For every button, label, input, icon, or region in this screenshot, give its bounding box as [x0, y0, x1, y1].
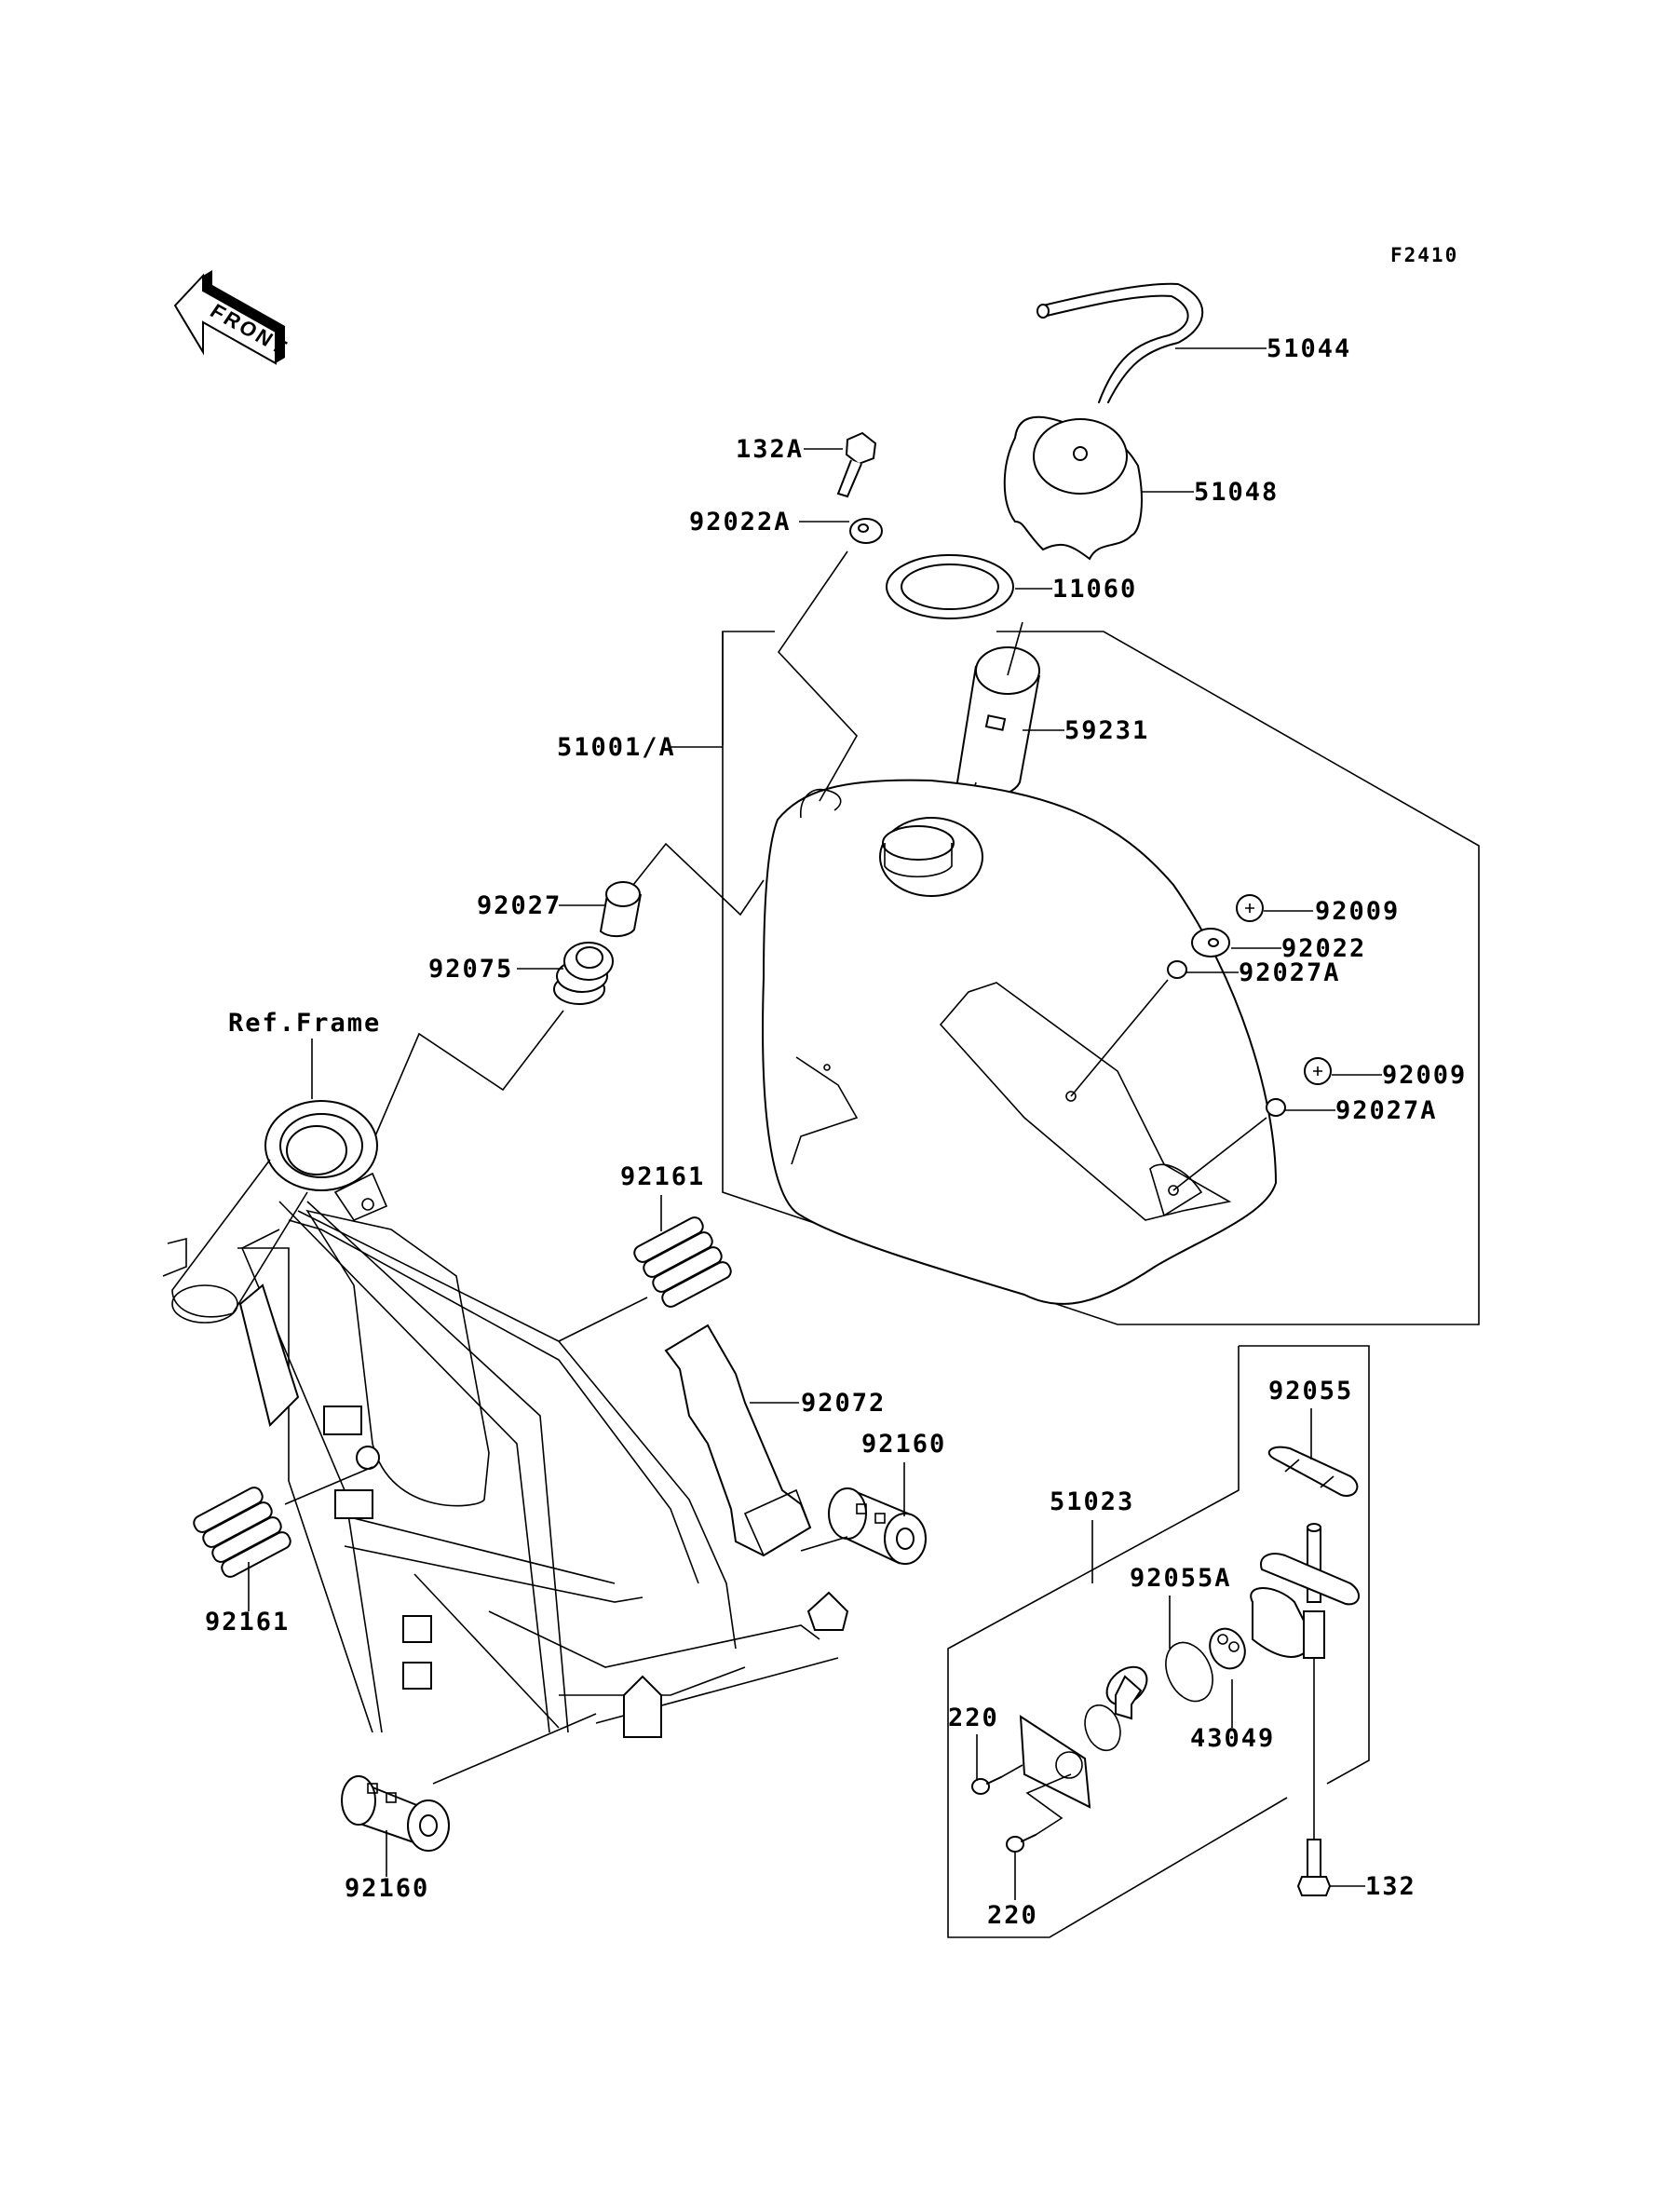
oring-92055A[interactable]: [1157, 1635, 1222, 1708]
callout-92160-right[interactable]: 92160: [861, 1430, 946, 1459]
bolt-132[interactable]: [1296, 1839, 1332, 1896]
callout-92022A[interactable]: 92022A: [689, 508, 792, 536]
pad-92161-lower[interactable]: [191, 1485, 292, 1579]
callout-92075[interactable]: 92075: [428, 955, 513, 984]
callout-92161-lower[interactable]: 92161: [205, 1608, 290, 1636]
cock-group-bracket-lower: [947, 1346, 1288, 1938]
screw-92009-upper[interactable]: [1236, 894, 1264, 922]
callout-51044[interactable]: 51044: [1267, 334, 1351, 363]
cock-group-bracket-upper: [1239, 1345, 1370, 1785]
callout-51048[interactable]: 51048: [1194, 478, 1279, 507]
damper-92160-right[interactable]: [828, 1487, 927, 1565]
callout-92027[interactable]: 92027: [477, 891, 562, 920]
callout-92009-upper[interactable]: 92009: [1315, 897, 1400, 926]
pad-92161-upper[interactable]: [631, 1215, 733, 1309]
gasket-92055[interactable]: [1267, 1446, 1359, 1497]
front-arrow-icon: FRONT: [173, 270, 293, 365]
gasket-43049[interactable]: [1203, 1623, 1251, 1674]
hose-51044[interactable]: [1036, 282, 1204, 403]
callout-92161-upper[interactable]: 92161: [620, 1162, 705, 1191]
bolt-132A[interactable]: [836, 431, 877, 498]
fuel-tank-51001[interactable]: [762, 779, 1278, 1305]
cock-internal-parts[interactable]: [1019, 1660, 1154, 1809]
callout-43049[interactable]: 43049: [1190, 1724, 1275, 1753]
callout-132A[interactable]: 132A: [736, 435, 804, 464]
callout-11060[interactable]: 11060: [1052, 575, 1137, 604]
washer-92022[interactable]: [1191, 928, 1230, 957]
figure-id: F2410: [1390, 244, 1458, 266]
callout-220-upper[interactable]: 220: [948, 1704, 999, 1732]
callout-92055[interactable]: 92055: [1268, 1377, 1353, 1406]
fuel-cock-body[interactable]: [1250, 1523, 1360, 1840]
callout-51001A[interactable]: 51001/A: [557, 733, 676, 762]
screw-92009-lower[interactable]: [1304, 1057, 1332, 1085]
callout-51023[interactable]: 51023: [1050, 1487, 1134, 1516]
callout-92027A-lower[interactable]: 92027A: [1335, 1096, 1438, 1125]
callout-92160-bottom[interactable]: 92160: [345, 1874, 429, 1903]
callout-92055A[interactable]: 92055A: [1130, 1564, 1232, 1593]
screw-220-upper[interactable]: [971, 1776, 1002, 1795]
screw-220-lower[interactable]: [1006, 1834, 1036, 1853]
collar-92027A-lower[interactable]: [1266, 1098, 1286, 1117]
fuel-cap-51048[interactable]: [1003, 415, 1143, 561]
gasket-11060[interactable]: [886, 554, 1014, 619]
callout-92072[interactable]: 92072: [801, 1389, 886, 1418]
reference-frame: [162, 1100, 849, 1738]
band-92072[interactable]: [664, 1324, 812, 1557]
damper-92160-bottom[interactable]: [341, 1775, 450, 1852]
filter-59231[interactable]: [955, 646, 1040, 797]
callout-59231[interactable]: 59231: [1064, 716, 1149, 745]
callout-92009-lower[interactable]: 92009: [1382, 1061, 1467, 1090]
callout-132[interactable]: 132: [1365, 1872, 1416, 1901]
washer-92022A[interactable]: [849, 518, 883, 544]
collar-92027A-upper[interactable]: [1167, 960, 1187, 979]
ref-frame-label: Ref.Frame: [228, 1009, 381, 1038]
collar-92027[interactable]: [599, 881, 642, 937]
callout-220-lower[interactable]: 220: [987, 1901, 1038, 1930]
callout-92027A-upper[interactable]: 92027A: [1239, 958, 1341, 987]
damper-92075[interactable]: [553, 942, 614, 1005]
callout-92022[interactable]: 92022: [1281, 934, 1366, 963]
